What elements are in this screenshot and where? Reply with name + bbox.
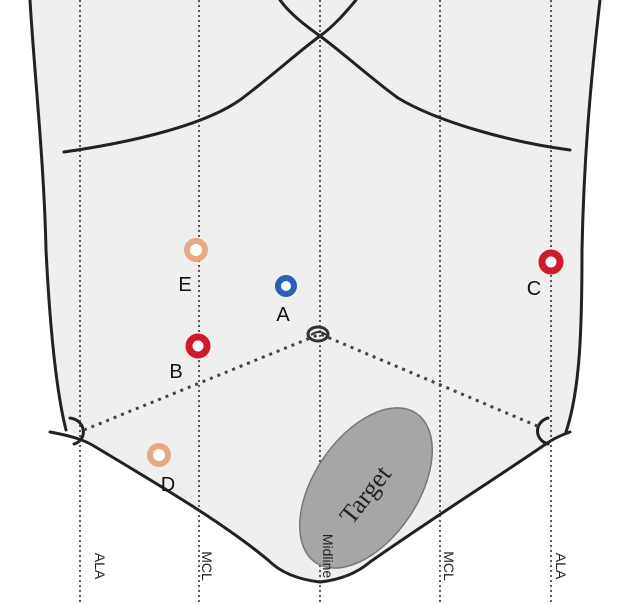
port-e-ring <box>184 238 208 262</box>
port-c: C <box>527 249 564 300</box>
left-iliac-hook <box>68 416 85 446</box>
umbilicus <box>306 325 330 343</box>
port-b: B <box>169 333 211 383</box>
port-a-ring <box>275 275 297 297</box>
port-d: D <box>147 443 175 496</box>
right-iliac-hook <box>536 416 550 446</box>
port-e: E <box>178 238 208 296</box>
ala-left-label: ALA <box>92 553 108 580</box>
port-c-ring <box>538 249 564 275</box>
umbilicus-inner <box>310 331 327 336</box>
ala-right-label: ALA <box>553 553 569 580</box>
mcl-left-label: MCL <box>199 551 215 581</box>
target-region <box>298 407 434 569</box>
port-a: A <box>275 275 297 326</box>
port-b-ring <box>185 333 211 359</box>
port-d-label: D <box>161 474 175 496</box>
torso-right-outline <box>564 0 602 434</box>
port-b-label: B <box>169 361 182 383</box>
mcl-right-label: MCL <box>441 551 457 581</box>
torso-fill <box>30 0 600 584</box>
port-d-ring <box>147 443 171 467</box>
torso-left-outline <box>28 0 68 432</box>
port-e-label: E <box>178 274 191 296</box>
port-a-label: A <box>276 304 290 326</box>
port-c-label: C <box>527 278 541 300</box>
midline-label: Midline <box>320 534 336 579</box>
